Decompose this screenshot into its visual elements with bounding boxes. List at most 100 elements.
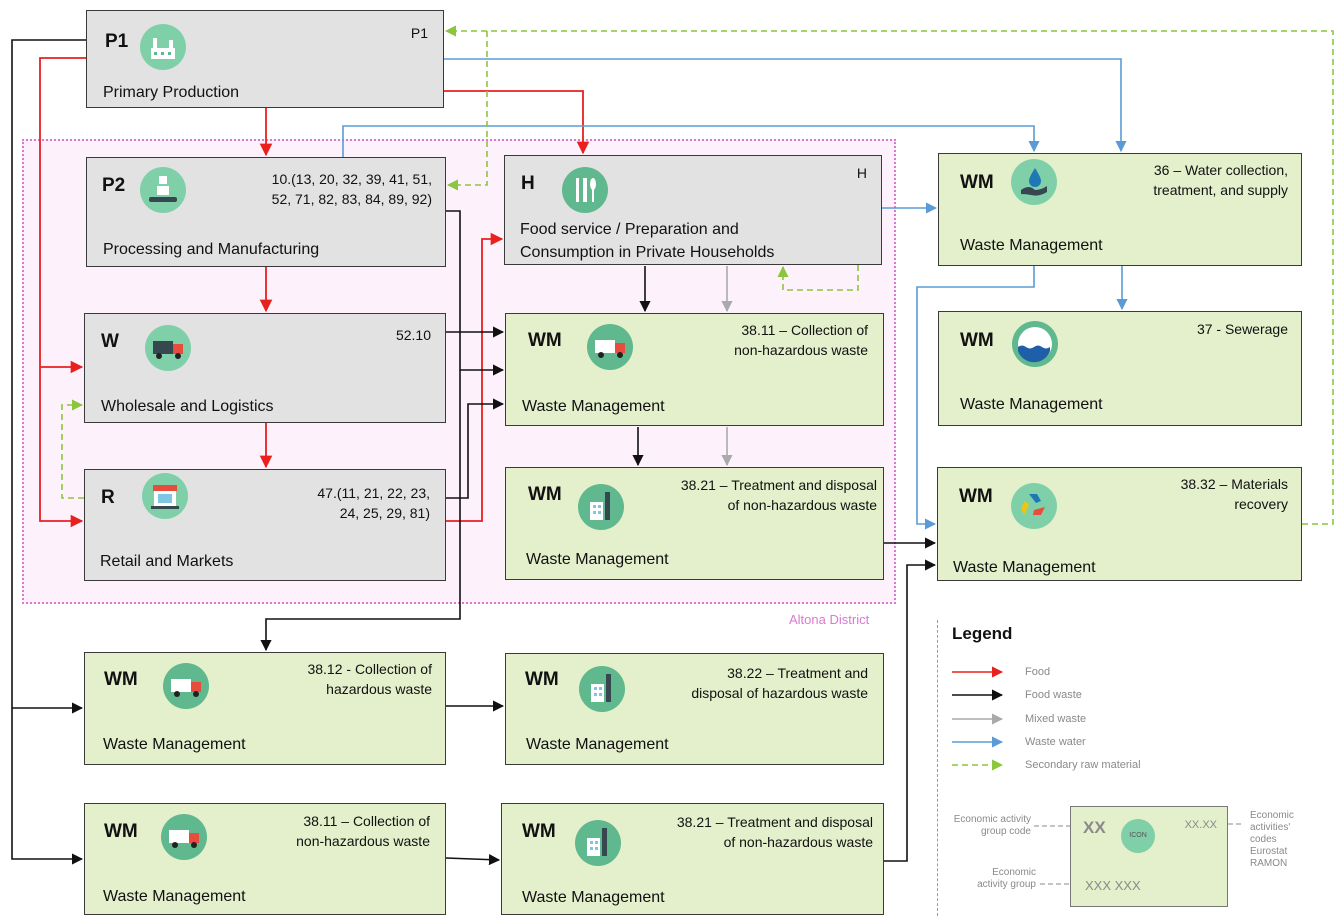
legend-arrows xyxy=(952,666,1004,771)
node-nace-line2: non-hazardous waste xyxy=(734,342,868,358)
conveyor-icon xyxy=(140,167,186,213)
legend-label-mixed-waste: Mixed waste xyxy=(1025,713,1087,725)
node-wm-37[interactable]: WM 37 - Sewerage Waste Management xyxy=(938,311,1302,426)
node-nace-line2: treatment, and supply xyxy=(1153,182,1288,198)
key-code-description-line1: Economic activity xyxy=(953,814,1031,825)
node-name: Processing and Manufacturing xyxy=(103,241,320,258)
node-w[interactable]: W 52.10 Wholesale and Logistics xyxy=(84,313,446,423)
node-name: Waste Management xyxy=(960,237,1103,254)
key-nace-description-line4: Eurostat xyxy=(1250,846,1288,857)
key-nace-description-line5: RAMON xyxy=(1250,858,1288,869)
plant-icon xyxy=(579,666,625,712)
node-nace-line1: 38.21 – Treatment and disposal xyxy=(676,814,873,830)
key-group-description-line1: Economic xyxy=(992,867,1036,878)
node-nace-line1: 38.11 – Collection of xyxy=(741,322,868,338)
key-nace: XX.XX xyxy=(1184,819,1217,831)
key-code-description-line2: group code xyxy=(980,826,1031,837)
legend-key-box: XX ICON XX.XX XXX XXX xyxy=(1070,806,1228,907)
node-code: P1 xyxy=(105,31,129,52)
node-name: Waste Management xyxy=(522,398,665,415)
key-group-description: Economic activity group xyxy=(977,867,1036,891)
node-wm-3822[interactable]: WM 38.22 – Treatment and disposal of haz… xyxy=(505,653,884,765)
node-name-line1: Food service / Preparation and xyxy=(520,221,739,238)
node-nace-line2: 52, 71, 82, 83, 84, 89, 92) xyxy=(271,191,432,207)
node-code: WM xyxy=(960,172,994,193)
node-name: Retail and Markets xyxy=(100,553,234,570)
node-wm-3821-outside[interactable]: WM 38.21 – Treatment and disposal of non… xyxy=(501,803,884,915)
node-nace: 52.10 xyxy=(395,327,431,343)
secondary-material-flows xyxy=(61,25,1334,525)
node-code: WM xyxy=(522,821,556,842)
node-wm-36[interactable]: WM 36 – Water collection, treatment, and… xyxy=(938,153,1302,266)
key-nace-description-line2: activities' xyxy=(1250,822,1291,833)
node-nace-line2: non-hazardous waste xyxy=(296,833,430,849)
node-nace-line1: 38.21 – Treatment and disposal xyxy=(680,477,877,493)
node-nace-line2: hazardous waste xyxy=(326,681,432,697)
node-code: WM xyxy=(528,330,562,351)
node-name: Waste Management xyxy=(103,736,246,753)
node-code: P2 xyxy=(102,175,126,196)
truck-icon xyxy=(161,814,207,860)
node-name: Primary Production xyxy=(103,84,240,101)
node-code: WM xyxy=(104,669,138,690)
node-nace-line2: of non-hazardous waste xyxy=(727,497,877,513)
key-nace-description-line1: Economic xyxy=(1250,810,1294,821)
plant-icon xyxy=(578,484,624,530)
legend-label-waste-water: Waste water xyxy=(1025,736,1086,748)
node-p1[interactable]: P1 P1 Primary Production xyxy=(86,10,444,108)
legend-label-food-waste: Food waste xyxy=(1025,689,1082,701)
node-wm-3821[interactable]: WM 38.21 – Treatment and disposal of non… xyxy=(505,467,884,580)
truck-icon xyxy=(163,663,209,709)
node-name: Waste Management xyxy=(103,888,246,905)
store-icon xyxy=(142,473,188,519)
node-name: Waste Management xyxy=(960,396,1103,413)
node-nace: P1 xyxy=(410,25,428,41)
node-nace: 37 - Sewerage xyxy=(1196,321,1288,337)
node-code: WM xyxy=(959,486,993,507)
key-nace-description-line3: codes xyxy=(1250,834,1277,845)
node-nace-line2: disposal of hazardous waste xyxy=(691,685,868,701)
water-hand-icon xyxy=(1011,159,1057,205)
node-r[interactable]: R 47.(11, 21, 22, 23, 24, 25, 29, 81) Re… xyxy=(84,469,446,581)
key-nace-description: Economic activities' codes Eurostat RAMO… xyxy=(1250,810,1294,870)
legend-label-secondary: Secondary raw material xyxy=(1025,759,1141,771)
node-name: Waste Management xyxy=(953,559,1096,576)
node-nace-line1: 38.11 – Collection of xyxy=(303,813,430,829)
node-nace-line2: of non-hazardous waste xyxy=(723,834,873,850)
district-label: Altona District xyxy=(789,612,870,627)
node-name: Wholesale and Logistics xyxy=(101,398,274,415)
key-code-description: Economic activity group code xyxy=(954,814,1031,838)
truck-icon xyxy=(145,325,191,371)
node-code: WM xyxy=(960,330,994,351)
node-name: Waste Management xyxy=(526,551,669,568)
node-name: Waste Management xyxy=(526,736,669,753)
key-group-description-line2: activity group xyxy=(977,879,1036,890)
node-code: R xyxy=(101,487,115,508)
factory-icon xyxy=(140,24,186,70)
node-wm-3832[interactable]: WM 38.32 – Materials recovery Waste Mana… xyxy=(937,467,1302,581)
legend-label-food: Food xyxy=(1025,666,1051,678)
node-nace-line1: 38.22 – Treatment and xyxy=(727,665,868,681)
recycle-icon xyxy=(1011,483,1057,529)
node-name-line2: Consumption in Private Households xyxy=(520,244,775,261)
plant-icon xyxy=(575,820,621,866)
cutlery-icon xyxy=(562,167,608,213)
node-wm-3811[interactable]: WM 38.11 – Collection of non-hazardous w… xyxy=(505,313,884,426)
key-icon-label: ICON xyxy=(1129,832,1147,839)
key-group: XXX XXX xyxy=(1085,878,1141,893)
food-flows xyxy=(39,57,590,528)
sewer-icon xyxy=(1012,321,1058,367)
node-nace-line1: 38.12 - Collection of xyxy=(307,661,432,677)
node-code: W xyxy=(101,331,119,352)
node-nace-line2: 24, 25, 29, 81) xyxy=(339,505,430,521)
node-nace-line1: 38.32 – Materials xyxy=(1180,476,1288,492)
node-wm-3811-outside[interactable]: WM 38.11 – Collection of non-hazardous w… xyxy=(84,803,446,915)
node-nace-line1: 47.(11, 21, 22, 23, xyxy=(317,485,430,501)
key-code: XX xyxy=(1083,818,1106,837)
node-code: WM xyxy=(525,669,559,690)
node-nace: H xyxy=(856,165,867,181)
node-h[interactable]: H H Food service / Preparation and Consu… xyxy=(504,155,882,265)
node-p2[interactable]: P2 10.(13, 20, 32, 39, 41, 51, 52, 71, 8… xyxy=(86,157,446,267)
node-wm-3812[interactable]: WM 38.12 - Collection of hazardous waste… xyxy=(84,652,446,765)
